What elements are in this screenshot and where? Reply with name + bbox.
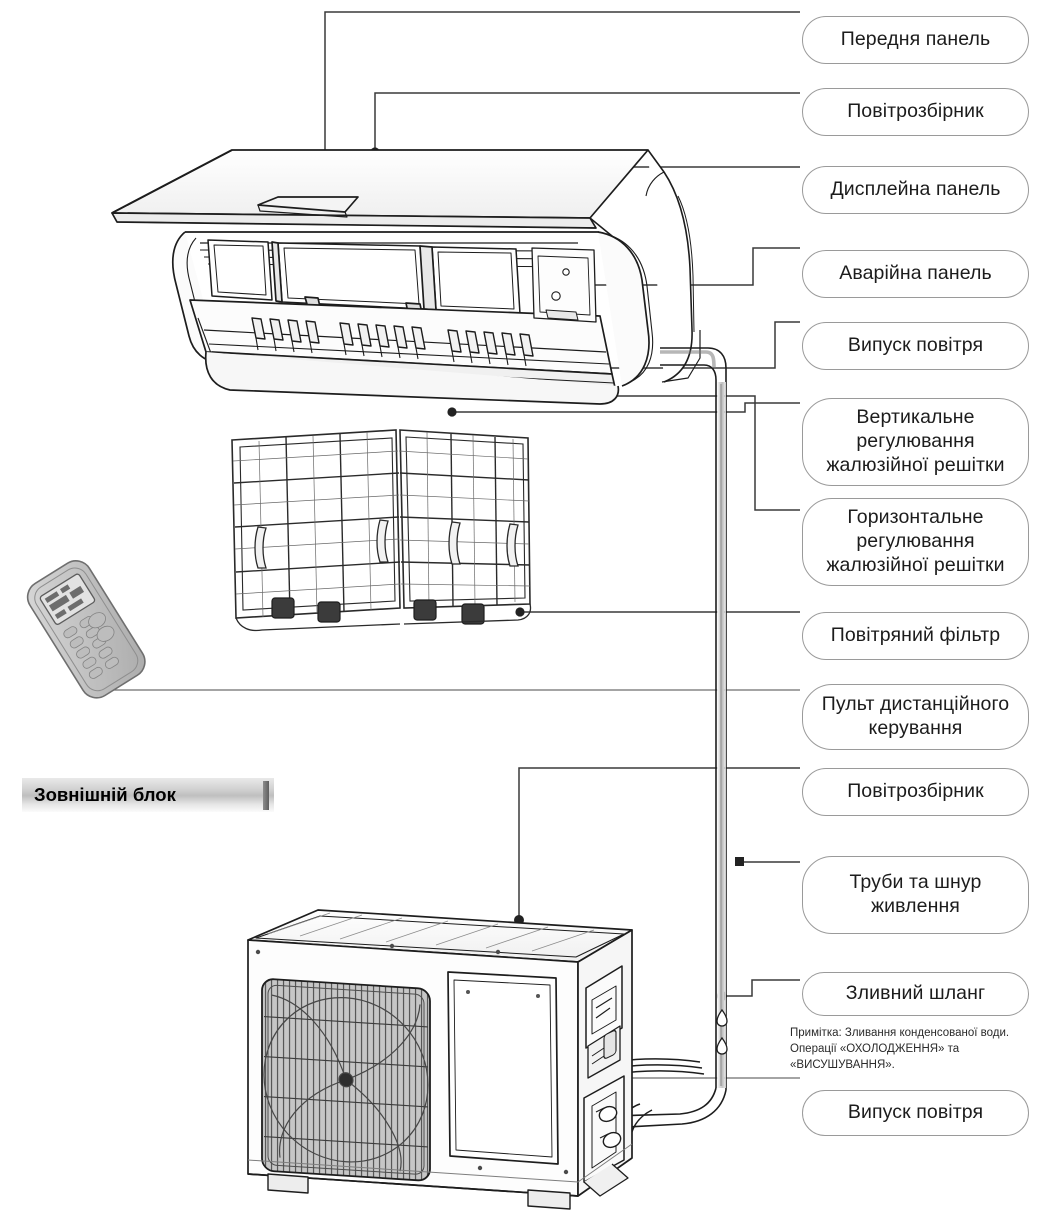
callout-drain-hose: Зливний шланг <box>802 972 1029 1016</box>
outdoor-unit-banner: Зовнішній блок <box>22 778 274 812</box>
indoor-unit-drawing <box>111 149 701 405</box>
callout-horizontal-louver: Горизонтальне регулювання жалюзійної реш… <box>802 498 1029 586</box>
callout-label: Вертикальне регулювання жалюзійної решіт… <box>826 406 1005 476</box>
callout-air-outlet-outdoor: Випуск повітря <box>802 1090 1029 1136</box>
outdoor-unit-banner-label: Зовнішній блок <box>34 784 176 805</box>
drain-note-text: Примітка: Зливання конденсованої води. О… <box>790 1027 1010 1071</box>
callout-air-outlet-indoor: Випуск повітря <box>802 322 1029 370</box>
callout-label: Повітряний фільтр <box>830 624 1001 647</box>
callout-label: Випуск повітря <box>847 1101 984 1124</box>
air-filter-drawing <box>231 429 532 632</box>
callout-display-panel: Дисплейна панель <box>802 166 1029 214</box>
callout-label: Пульт дистанційного керування <box>821 693 1010 739</box>
callout-remote-control: Пульт дистанційного керування <box>802 684 1029 750</box>
callout-label: Повітрозбірник <box>847 100 984 123</box>
remote-control-drawing <box>26 560 146 699</box>
callout-pipes-and-power-cord: Труби та шнур живлення <box>802 856 1029 934</box>
callout-vertical-louver: Вертикальне регулювання жалюзійної решіт… <box>802 398 1029 486</box>
callout-label: Передня панель <box>840 28 991 51</box>
callout-label: Труби та шнур живлення <box>849 871 982 917</box>
callout-label: Зливний шланг <box>845 982 986 1005</box>
banner-end-bar <box>263 781 269 810</box>
callout-air-filter: Повітряний фільтр <box>802 612 1029 660</box>
callout-label: Горизонтальне регулювання жалюзійної реш… <box>826 506 1005 576</box>
callout-front-panel: Передня панель <box>802 16 1029 64</box>
callout-label: Повітрозбірник <box>847 780 984 803</box>
callout-label: Дисплейна панель <box>830 178 1001 201</box>
callout-air-intake-indoor: Повітрозбірник <box>802 88 1029 136</box>
callout-emergency-panel: Аварійна панель <box>802 250 1029 298</box>
callout-air-intake-outdoor: Повітрозбірник <box>802 768 1029 816</box>
callout-label: Аварійна панель <box>839 262 992 285</box>
callout-label: Випуск повітря <box>847 334 984 357</box>
outdoor-unit-drawing <box>247 909 633 1210</box>
